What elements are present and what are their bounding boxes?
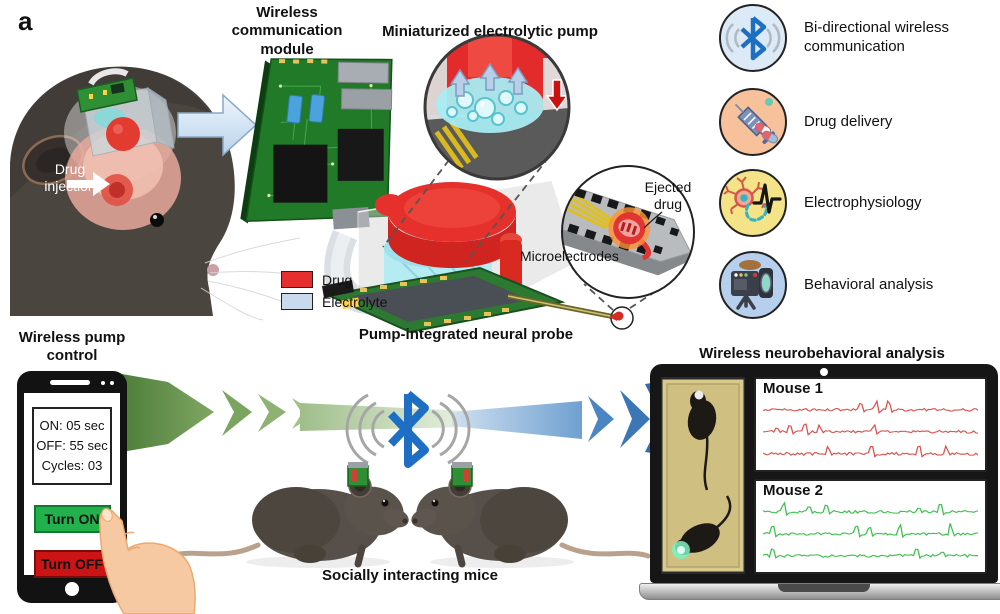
phone-sensor-dot — [110, 381, 114, 385]
mouse1-label: Mouse 1 — [763, 380, 824, 397]
pump-title: Miniaturized electrolytic pump — [382, 23, 598, 40]
phone-camera-dot — [101, 381, 105, 385]
ephys-trace — [763, 501, 978, 517]
syringe-icon — [719, 88, 787, 156]
mice-caption: Socially interacting mice — [322, 567, 498, 584]
feature-label: Drug delivery — [804, 112, 893, 130]
mouse2-label: Mouse 2 — [763, 482, 824, 499]
feature-label: Behavioral analysis — [804, 275, 934, 293]
pump-cycles-setting: Cycles: 03 — [41, 458, 103, 474]
smartphone: ON: 05 sec OFF: 55 sec Cycles: 03 Turn O… — [17, 371, 127, 603]
neuron-icon — [719, 169, 787, 237]
legend-item-electrolyte: Electrolyte — [281, 293, 387, 310]
ejected-drug-label: Ejected drug — [644, 179, 692, 212]
turn-on-button[interactable]: Turn ON — [33, 505, 111, 534]
feature-label: Bi-directional wireless communication — [804, 19, 950, 55]
ephys-trace — [763, 548, 978, 560]
phone-screen: ON: 05 sec OFF: 55 sec Cycles: 03 Turn O… — [24, 393, 120, 579]
feature-electrophysiology: Electrophysiology — [718, 168, 994, 238]
arena-video-frame — [661, 377, 745, 574]
drug-down-arrow — [545, 79, 569, 112]
mouse2-panel: Mouse 2 — [754, 479, 987, 574]
arrow-to-module-icon — [177, 93, 258, 157]
ephys-trace — [763, 423, 978, 436]
pointing-hand — [99, 508, 196, 614]
head-implant — [76, 68, 175, 157]
phone-title: Wireless pump control — [18, 329, 126, 365]
legend-item-drug: Drug — [281, 271, 352, 288]
mice-photo — [167, 462, 651, 568]
feature-label: Electrophysiology — [804, 193, 922, 211]
probe-title: Pump-integrated neural probe — [358, 326, 574, 343]
drug-injection-label: Drug injection — [44, 161, 96, 194]
bluetooth-symbol — [345, 390, 471, 468]
legend-label: Electrolyte — [322, 293, 388, 310]
drug-injection-arrow — [67, 172, 110, 196]
laptop-camera-dot — [820, 368, 828, 376]
gas-up-arrows — [449, 62, 529, 97]
laptop: Mouse 1 Mouse 2 — [639, 364, 1000, 600]
neural-probe-device — [322, 179, 634, 334]
pump-on-setting: ON: 05 sec — [39, 418, 105, 433]
feature-behavioral-analysis: Behavioral analysis — [718, 250, 994, 320]
zoom-connector-lines — [382, 156, 665, 311]
phone-home-button — [65, 582, 79, 596]
laptop-screen: Mouse 1 Mouse 2 — [650, 364, 998, 583]
ephys-trace — [763, 444, 978, 458]
pump-off-setting: OFF: 55 sec — [36, 438, 108, 454]
legend-label: Drug — [322, 271, 353, 288]
turn-off-button[interactable]: Turn OFF — [33, 550, 111, 579]
pump-settings-box: ON: 05 sec OFF: 55 sec Cycles: 03 — [32, 407, 112, 486]
drug-color-swatch — [281, 271, 313, 288]
bluetooth-icon — [719, 4, 787, 72]
mouse-implant — [347, 462, 369, 487]
pcb-module — [240, 58, 393, 230]
electrolyte-color-swatch — [281, 293, 313, 310]
laptop-base — [639, 583, 1000, 600]
mouse-implant — [451, 462, 473, 487]
laptop-title: Wireless neurobehavioral analysis — [699, 345, 945, 362]
module-title: Wireless communication module — [231, 4, 343, 58]
pump-inset — [423, 33, 571, 181]
ephys-trace — [763, 399, 978, 414]
camera-icon — [719, 251, 787, 319]
microelectrodes-label: Microelectrodes — [520, 248, 619, 264]
phone-speaker — [50, 380, 90, 385]
ephys-trace — [763, 523, 978, 539]
probe-tip-inset — [561, 165, 695, 299]
feature-drug-delivery: Drug delivery — [718, 87, 994, 157]
panel-label: a — [18, 6, 33, 36]
mouse1-panel: Mouse 1 — [754, 377, 987, 472]
laptop-base-notch — [778, 584, 870, 592]
feature-wireless-communication: Bi-directional wireless communication — [718, 3, 994, 73]
